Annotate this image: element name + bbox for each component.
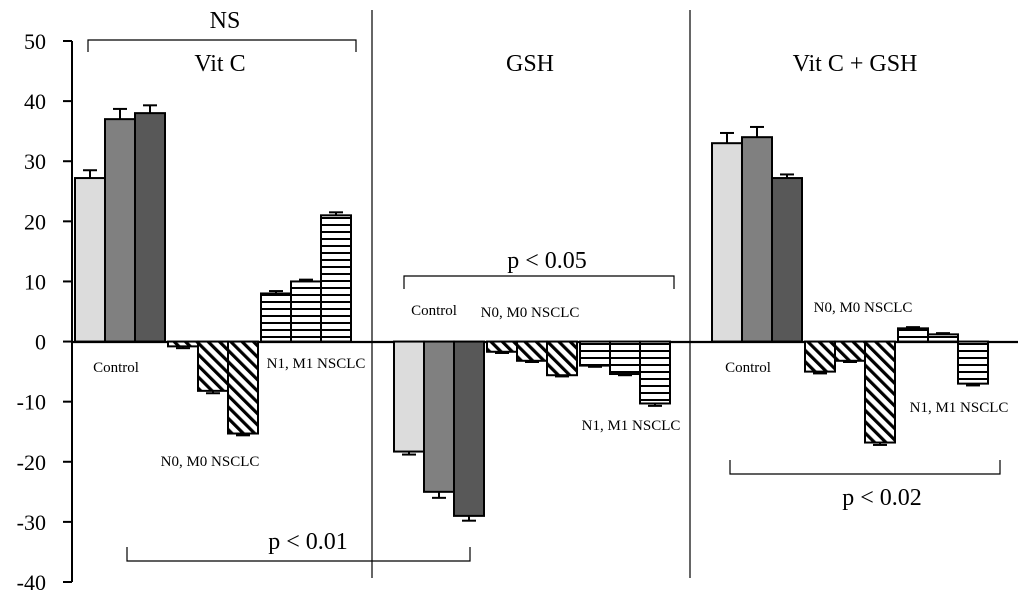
vitc-n0m0-label: N0, M0 NSCLC (161, 454, 260, 470)
gsh-n1m1-label: N1, M1 NSCLC (582, 418, 681, 434)
bar-p2-g0-b1 (741, 136, 773, 343)
ns-bracket (87, 39, 357, 52)
bar-p1-g0-b1 (423, 340, 455, 493)
p-value-gsh: p < 0.05 (507, 248, 587, 274)
bar-p0-g1-b0 (167, 340, 199, 348)
bar-p1-g1-b1 (516, 340, 548, 362)
y-tick-label: -20 (17, 450, 46, 475)
y-tick-label: -40 (17, 570, 46, 595)
bar-p2-g1-b2 (864, 340, 896, 444)
bar-p1-g1-b2 (546, 340, 578, 377)
ns-label: NS (210, 8, 241, 34)
bar-p1-g0-b2 (453, 340, 485, 517)
vitc-n1m1-label: N1, M1 NSCLC (267, 356, 366, 372)
bar-p0-g1-b1 (197, 340, 229, 392)
p-bracket-gsh (403, 275, 675, 289)
bar-p0-g0-b2 (134, 112, 166, 343)
bar-p1-g2-b1 (609, 340, 641, 376)
y-tick-label: 0 (35, 330, 46, 355)
bar-p0-g2-b2 (320, 214, 352, 343)
bar-p1-g2-b0 (579, 340, 611, 367)
y-tick-label: 50 (24, 29, 46, 54)
bar-p1-g0-b0 (393, 340, 425, 453)
bar-p2-g1-b0 (804, 340, 836, 373)
bar-p2-g2-b1 (927, 333, 959, 343)
p-value-vitcgsh: p < 0.02 (842, 485, 922, 511)
y-tick-label: 10 (24, 269, 46, 294)
p-bracket-vitc (126, 547, 471, 562)
gsh-control-label: Control (411, 303, 457, 319)
panel-title-vitc: Vit C (194, 51, 245, 77)
y-tick-label: 40 (24, 89, 46, 114)
y-tick-label: -10 (17, 390, 46, 415)
p-value-vitc: p < 0.01 (268, 529, 348, 555)
bar-p2-g1-b1 (834, 340, 866, 362)
y-axis: 50 40 30 20 10 0 -10 -20 -30 -40 (17, 29, 73, 595)
vitcgsh-control-label: Control (725, 360, 771, 376)
bar-p0-g1-b2 (227, 340, 259, 435)
p-bracket-vitcgsh (729, 460, 1001, 475)
bar-p2-g0-b0 (711, 142, 743, 343)
vitcgsh-n0m0-label: N0, M0 NSCLC (814, 300, 913, 316)
y-tick-label: -30 (17, 510, 46, 535)
bars-layer (74, 104, 989, 522)
bar-p1-g2-b2 (639, 340, 671, 405)
panel-title-gsh: GSH (506, 51, 554, 77)
vitcgsh-n1m1-label: N1, M1 NSCLC (910, 400, 1009, 416)
bar-p0-g0-b1 (104, 118, 136, 343)
bar-p2-g2-b0 (897, 327, 929, 343)
y-tick-label: 30 (24, 149, 46, 174)
gsh-n0m0-label: N0, M0 NSCLC (481, 305, 580, 321)
panel-title-vitc-gsh: Vit C + GSH (793, 51, 918, 77)
y-tick-label: 20 (24, 209, 46, 234)
bar-p0-g0-b0 (74, 177, 106, 343)
bar-p1-g1-b0 (486, 340, 518, 353)
vitc-control-label: Control (93, 360, 139, 376)
bar-p0-g2-b0 (260, 292, 292, 343)
y-tick-group: 50 40 30 20 10 0 -10 -20 -30 -40 (17, 29, 72, 595)
bar-p2-g0-b2 (771, 177, 803, 343)
bar-p2-g2-b2 (957, 340, 989, 385)
bar-p0-g2-b1 (290, 280, 322, 343)
